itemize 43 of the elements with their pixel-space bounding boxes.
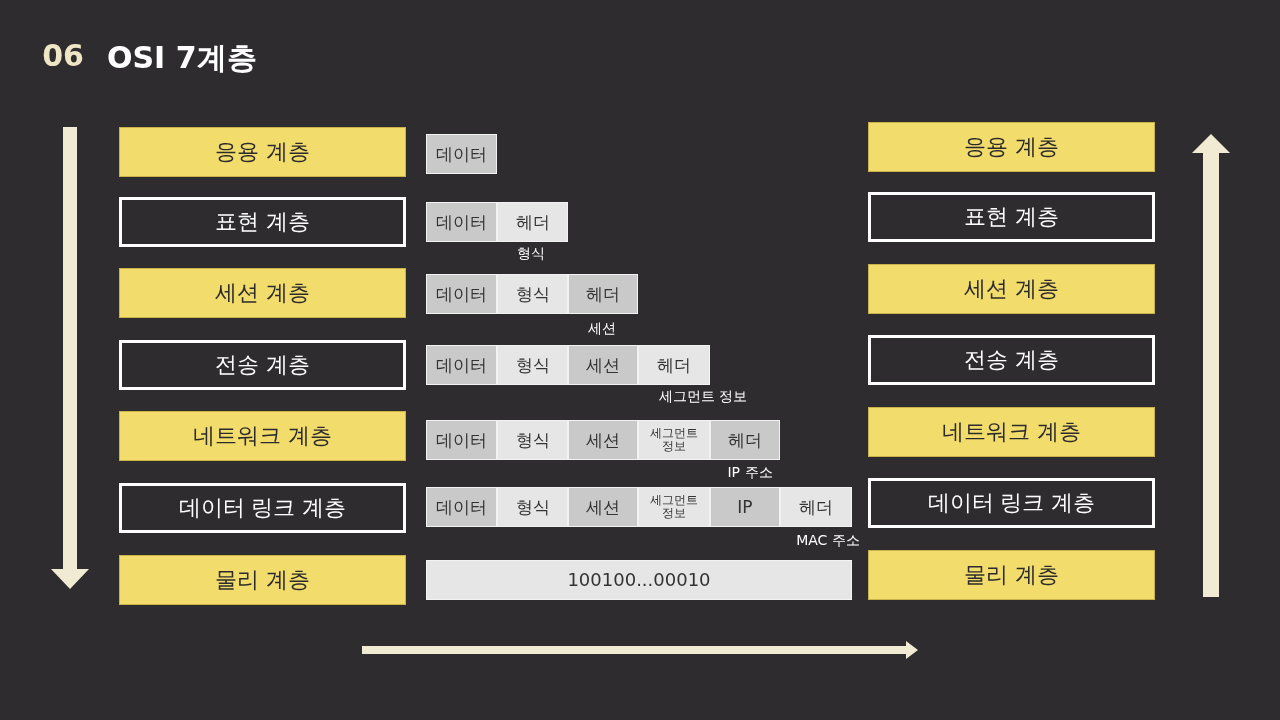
packet-cell: 세션 [568,420,638,460]
packet-cell: 100100...00010 [426,560,852,600]
packet-cell: 헤더 [710,420,780,460]
layer-box: 네트워크 계층 [868,407,1155,457]
field-label: 세션 [588,320,616,338]
packet-cell: 데이터 [426,420,497,460]
packet-cell: 형식 [497,487,568,527]
field-label: IP 주소 [727,464,773,482]
packet-cell: IP [710,487,780,527]
packet-cell: 데이터 [426,134,497,174]
packet-cell: 헤더 [638,345,710,385]
packet-cell: 데이터 [426,202,497,242]
layer-box: 표현 계층 [868,192,1155,242]
layer-box: 세션 계층 [119,268,406,318]
layer-box: 전송 계층 [868,335,1155,385]
packet-cell: 데이터 [426,345,497,385]
packet-cell: 형식 [497,345,568,385]
packet-cell: 세션 [568,345,638,385]
section-number: 06 [42,38,84,73]
packet-cell: 데이터 [426,487,497,527]
title: OSI 7계층 [107,39,257,77]
layer-box: 데이터 링크 계층 [119,483,406,533]
field-label: 형식 [517,245,545,263]
packet-cell: 헤더 [568,274,638,314]
layer-box: 표현 계층 [119,197,406,247]
field-label: MAC 주소 [796,532,860,550]
packet-cell: 형식 [497,420,568,460]
layer-box: 세션 계층 [868,264,1155,314]
layer-box: 응용 계층 [119,127,406,177]
packet-cell: 형식 [497,274,568,314]
layer-box: 응용 계층 [868,122,1155,172]
layer-box: 물리 계층 [119,555,406,605]
layer-box: 데이터 링크 계층 [868,478,1155,528]
packet-cell: 헤더 [780,487,852,527]
packet-cell: 세션 [568,487,638,527]
packet-cell: 헤더 [497,202,568,242]
field-label: 세그먼트 정보 [658,388,748,406]
packet-cell: 데이터 [426,274,497,314]
layer-box: 물리 계층 [868,550,1155,600]
layer-box: 네트워크 계층 [119,411,406,461]
packet-cell: 세그먼트 정보 [638,487,710,527]
layer-box: 전송 계층 [119,340,406,390]
packet-cell: 세그먼트 정보 [638,420,710,460]
